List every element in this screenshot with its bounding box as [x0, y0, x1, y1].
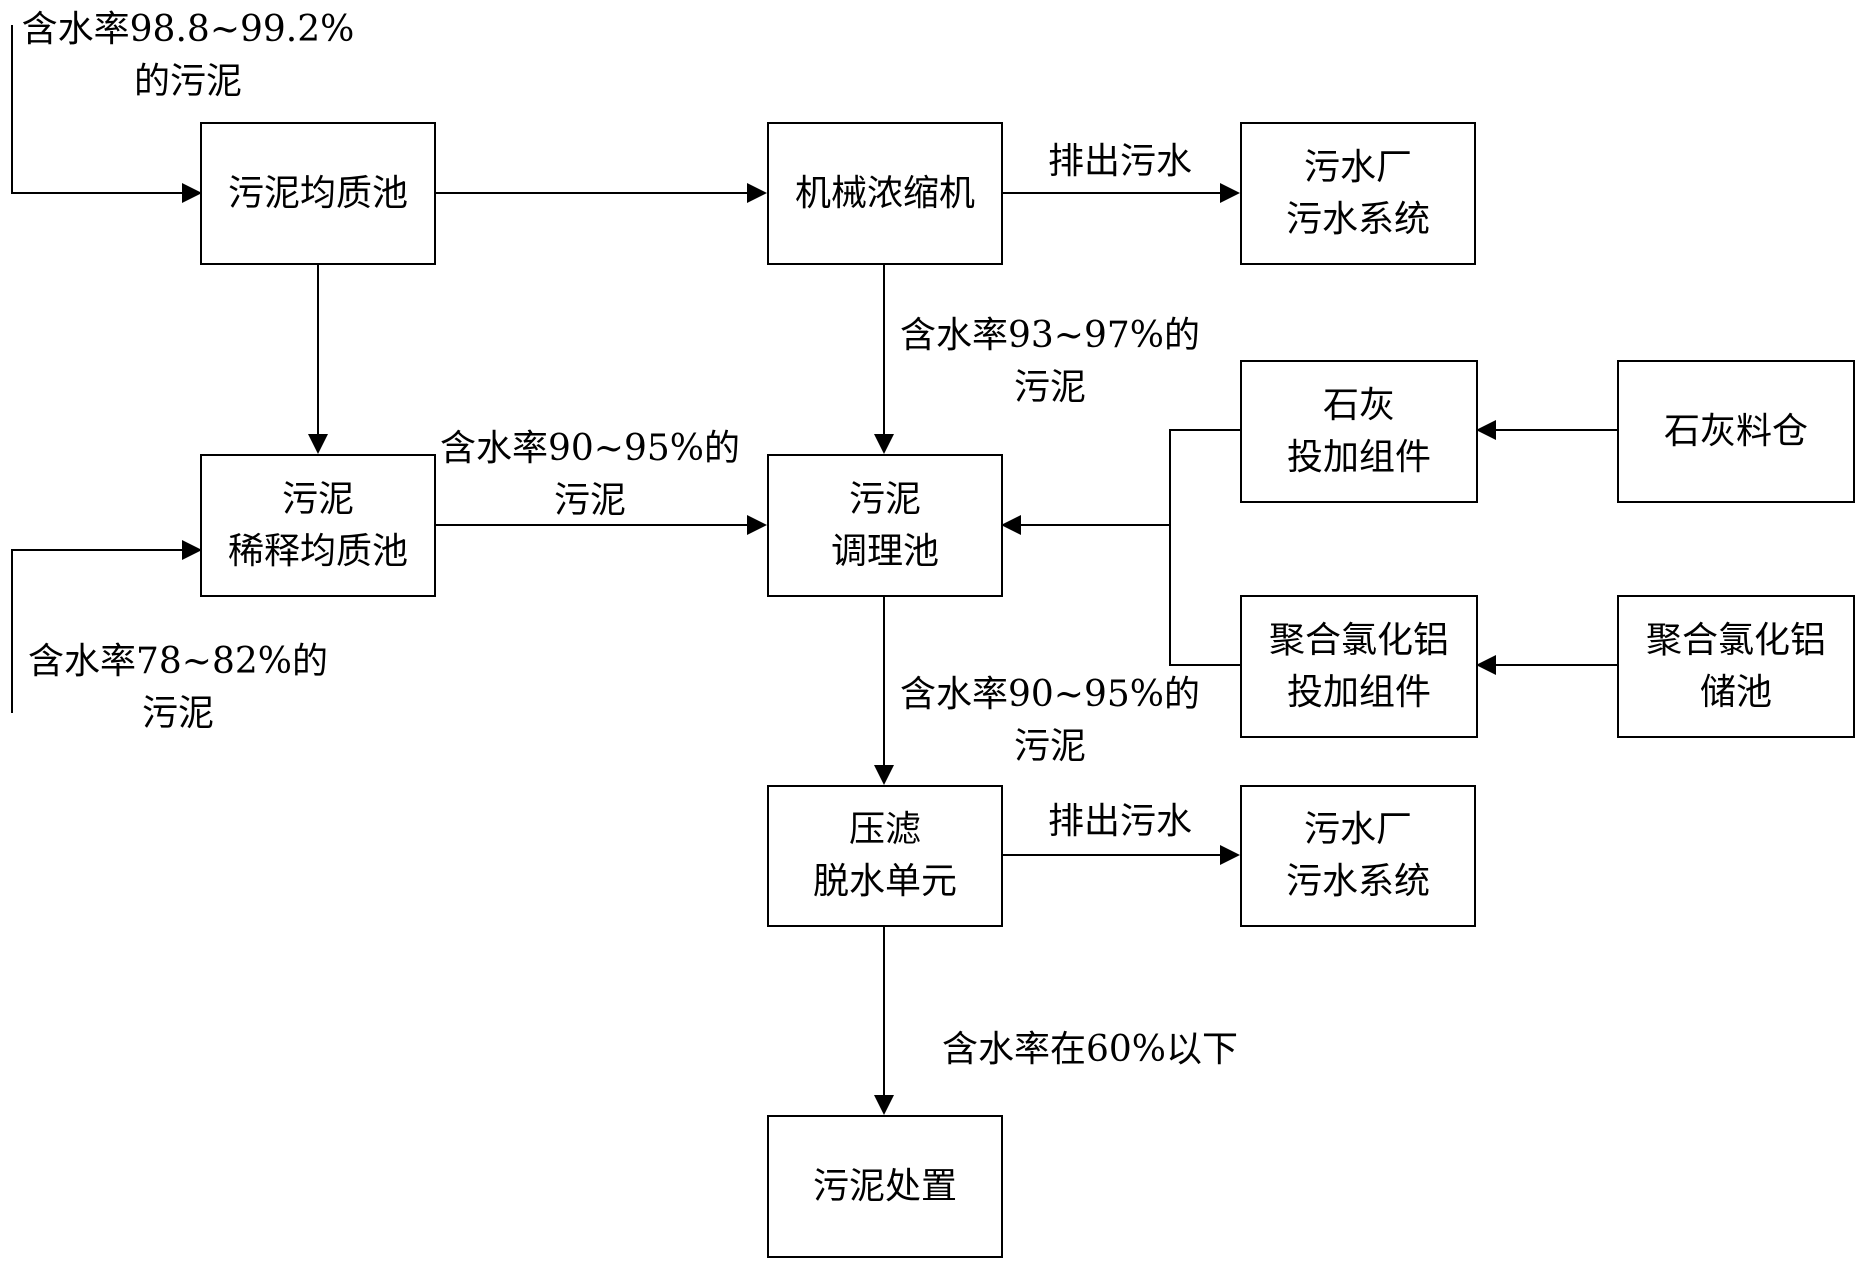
box-label-line1: 污泥: [848, 478, 921, 520]
input-left-label: 含水率78~82%的 污泥: [18, 636, 338, 740]
box-label-line2: 投加组件: [1286, 671, 1431, 713]
box-label: 石灰料仓: [1663, 410, 1808, 452]
box-label-line2: 污水系统: [1285, 198, 1430, 240]
label-line1: 含水率90~95%的: [440, 428, 740, 469]
conditioned-sludge-label: 含水率90~95%的 污泥: [900, 669, 1200, 773]
box-label-line2: 调理池: [830, 530, 939, 572]
filter-press-box: 压滤 脱水单元: [767, 785, 1003, 927]
box-label-line2: 脱水单元: [812, 861, 957, 902]
box-label-line2: 投加组件: [1286, 436, 1431, 478]
label-line2: 污泥: [1013, 726, 1086, 767]
box-label-line1: 聚合氯化铝: [1268, 619, 1449, 661]
box-label-line1: 聚合氯化铝: [1645, 619, 1826, 661]
wastewater-plant-top-box: 污水厂 污水系统: [1240, 122, 1476, 265]
label-line2: 的污泥: [133, 61, 242, 102]
label-line2: 污泥: [553, 480, 626, 521]
label-line1: 含水率93~97%的: [900, 315, 1200, 356]
thickened-sludge-label: 含水率93~97%的 污泥: [900, 310, 1200, 414]
sludge-disposal-box: 污泥处置: [767, 1115, 1003, 1258]
box-label: 污泥处置: [812, 1165, 957, 1207]
box-label: 机械浓缩机: [794, 172, 975, 214]
box-label-line1: 污泥: [281, 478, 354, 520]
wastewater-plant-bottom-box: 污水厂 污水系统: [1240, 785, 1476, 927]
box-label-line1: 污水厂: [1303, 809, 1412, 850]
mechanical-thickener-box: 机械浓缩机: [767, 122, 1003, 265]
box-label-line2: 稀释均质池: [227, 530, 408, 572]
arrow-input-left: [11, 540, 202, 713]
diluted-sludge-label: 含水率90~95%的 污泥: [440, 423, 740, 527]
lime-silo-box: 石灰料仓: [1617, 360, 1855, 503]
box-label: 污泥均质池: [227, 172, 408, 214]
lime-dosing-box: 石灰 投加组件: [1240, 360, 1478, 503]
sludge-homogenizer-box: 污泥均质池: [200, 122, 436, 265]
label-line2: 污泥: [1013, 367, 1086, 408]
label-line1: 含水率98.8~99.2%: [21, 9, 355, 50]
box-label-line1: 石灰: [1322, 384, 1395, 426]
dilution-homogenizer-box: 污泥 稀释均质池: [200, 454, 436, 597]
discharge-bottom-label: 排出污水: [1047, 801, 1192, 842]
final-moisture-label: 含水率在60%以下: [941, 1029, 1239, 1070]
discharge-top-label: 排出污水: [1047, 141, 1192, 182]
pac-storage-tank-box: 聚合氯化铝 储池: [1617, 595, 1855, 738]
box-label-line2: 储池: [1699, 671, 1772, 713]
box-label-line1: 压滤: [848, 809, 921, 850]
input-top-label: 含水率98.8~99.2% 的污泥: [18, 4, 358, 108]
conditioning-tank-box: 污泥 调理池: [767, 454, 1003, 597]
label-line1: 含水率90~95%的: [900, 674, 1200, 715]
line-lime-dosing-out: [1169, 429, 1240, 666]
box-label-line1: 污水厂: [1303, 146, 1412, 188]
label-line1: 含水率78~82%的: [28, 641, 328, 682]
arrow-input-top: [11, 25, 202, 203]
label-line2: 污泥: [141, 693, 214, 734]
pac-dosing-box: 聚合氯化铝 投加组件: [1240, 595, 1478, 738]
box-label-line2: 污水系统: [1285, 861, 1430, 902]
